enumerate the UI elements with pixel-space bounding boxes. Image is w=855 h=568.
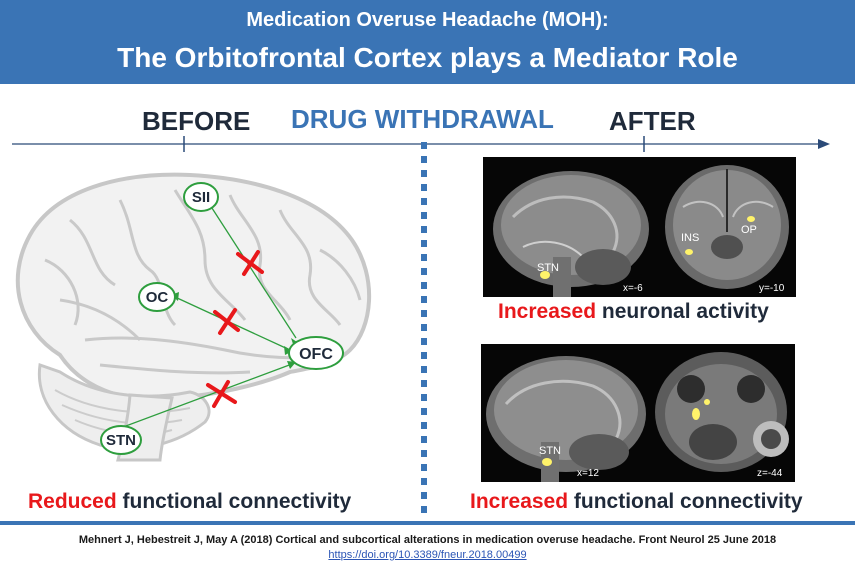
cross-oc-ofc-icon — [213, 308, 240, 335]
caption-highlight: Reduced — [28, 490, 117, 513]
doi-link[interactable]: https://doi.org/10.3389/fneur.2018.00499 — [328, 549, 527, 561]
banner-title: The Orbitofrontal Cortex plays a Mediato… — [117, 42, 738, 73]
label-drug-withdrawal: DRUG WITHDRAWAL — [291, 104, 554, 134]
brain-diagram: SII OC OFC STN — [15, 172, 371, 462]
banner-subtitle: Medication Overuse Headache (MOH): — [246, 9, 609, 31]
node-stn: STN — [100, 425, 142, 455]
section-divider — [421, 142, 427, 518]
caption-reduced-connectivity: Reduced functional connectivity — [28, 490, 351, 514]
node-oc: OC — [138, 282, 176, 312]
scan1-label-stn: STN — [537, 262, 559, 274]
scan2-coord-x: x=12 — [577, 468, 599, 479]
node-label-stn: STN — [106, 432, 136, 449]
scan1-label-ins: INS — [681, 232, 699, 244]
node-label-ofc: OFC — [299, 346, 333, 363]
caption-rest: functional connectivity — [568, 490, 803, 513]
edge-stn-ofc — [114, 363, 293, 431]
node-label-oc: OC — [146, 289, 169, 306]
node-ofc: OFC — [288, 336, 344, 370]
mri-scan-connectivity: STN x=12 z=-44 — [481, 344, 795, 482]
timeline-axis — [12, 136, 830, 152]
title-banner: Medication Overuse Headache (MOH): The O… — [0, 0, 855, 84]
caption-increased-activity: Increased neuronal activity — [498, 300, 769, 324]
footer-divider — [0, 521, 855, 525]
scan2-coord-z: z=-44 — [757, 468, 783, 479]
cross-stn-ofc-icon — [206, 380, 237, 408]
scan2-label-stn: STN — [539, 445, 561, 457]
scan1-coord-y: y=-10 — [759, 283, 785, 294]
edge-sii-ofc — [209, 204, 297, 339]
scan1-coord-x: x=-6 — [623, 283, 643, 294]
node-sii: SII — [183, 182, 219, 212]
node-label-sii: SII — [192, 189, 210, 206]
caption-increased-connectivity: Increased functional connectivity — [470, 490, 803, 514]
label-after: AFTER — [609, 106, 696, 136]
label-before: BEFORE — [142, 106, 251, 136]
mri-scan-activity: STN x=-6 INS OP y=-10 — [483, 157, 796, 297]
cross-sii-ofc-icon — [236, 250, 264, 276]
timeline-arrow-icon — [818, 139, 830, 149]
caption-highlight: Increased — [470, 490, 569, 513]
citation-text: Mehnert J, Hebestreit J, May A (2018) Co… — [78, 534, 777, 546]
caption-rest: functional connectivity — [116, 490, 352, 513]
caption-rest: neuronal activity — [596, 300, 769, 323]
caption-highlight: Increased — [498, 300, 597, 323]
scan1-label-op: OP — [741, 224, 757, 236]
